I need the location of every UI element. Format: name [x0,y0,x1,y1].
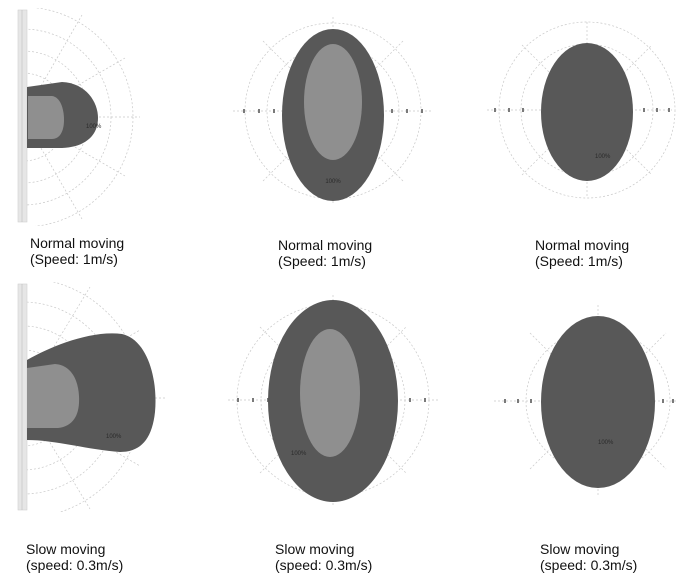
panel-3-axis-ticks [494,108,670,112]
panel-3-detection-zone [541,43,633,181]
panel-4-diagram: 100% [17,282,165,512]
panel-1-diagram: 100% [17,8,140,226]
panel-6-caption-line1: Slow moving [540,541,620,557]
panel-6-detection-zone [541,316,655,488]
panel-6-zone-label: 100% [598,440,614,446]
panel-1-zone-label: 100% [86,124,102,130]
panel-4-caption-line2: (speed: 0.3m/s) [26,557,124,573]
panel-2-caption: Normal moving (Speed: 1m/s) [278,237,372,269]
panel-5-diagram: 100% [228,295,438,505]
panel-3-caption: Normal moving (Speed: 1m/s) [535,237,629,269]
panel-5-caption: Slow moving (speed: 0.3m/s) [275,541,372,573]
panel-1-wall [17,9,28,223]
panel-3-caption-line1: Normal moving [535,237,630,253]
panel-1-caption-line2: (Speed: 1m/s) [30,251,118,267]
panel-5-zone-label: 100% [291,451,307,457]
panel-6-caption: Slow moving (speed: 0.3m/s) [540,541,637,573]
panel-6-axis-ticks [504,399,674,403]
panel-4-wall [17,283,28,511]
panel-6-caption-line2: (speed: 0.3m/s) [540,557,638,573]
panel-3-diagram: 100% [487,21,676,199]
panel-5-caption-line2: (speed: 0.3m/s) [275,557,373,573]
panel-2-caption-line2: (Speed: 1m/s) [278,253,366,269]
panel-5-inner-zone [300,329,360,457]
panel-2-inner-zone [304,44,362,160]
panel-2-caption-line1: Normal moving [278,237,373,253]
panel-5-axis-ticks [237,398,426,402]
panel-3-caption-line2: (Speed: 1m/s) [535,253,623,269]
panel-1-caption: Normal moving (Speed: 1m/s) [30,235,124,267]
panel-4-caption: Slow moving (speed: 0.3m/s) [26,541,123,573]
panel-2-zone-label: 100% [325,179,341,185]
panel-2-diagram: 100% [233,17,433,205]
panel-4-zone-label: 100% [106,434,122,440]
panel-4-inner-zone [27,364,80,428]
panel-1-inner-zone [28,96,64,139]
panel-4-caption-line1: Slow moving [26,541,106,557]
panel-1-caption-line1: Normal moving [30,235,125,251]
panel-3-zone-label: 100% [595,154,611,160]
panel-6-diagram: 100% [494,305,678,497]
panel-5-caption-line1: Slow moving [275,541,355,557]
